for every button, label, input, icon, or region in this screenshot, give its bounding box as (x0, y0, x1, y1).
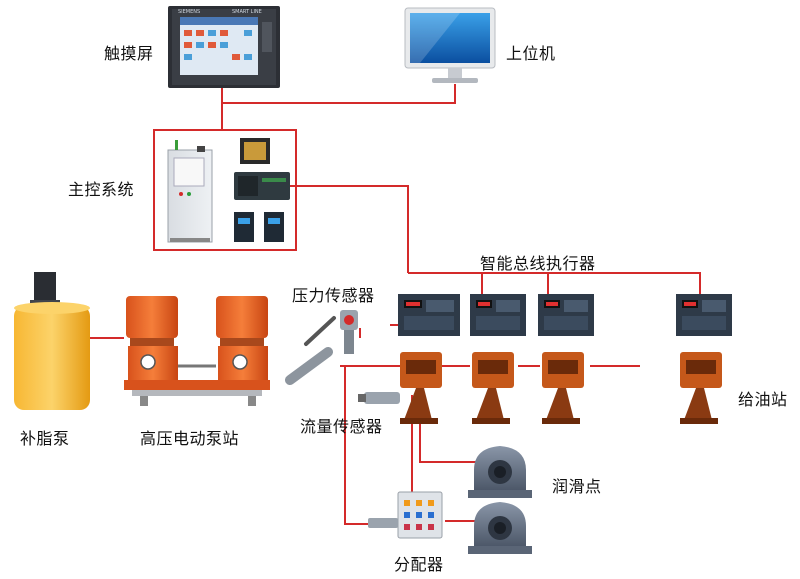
line-bus-main (408, 272, 701, 295)
flow-sensor-device (358, 392, 400, 404)
label-pressure-sensor: 压力传感器 (292, 286, 375, 305)
lubrication-point-bearings (468, 446, 532, 554)
label-hp-pump-station: 高压电动泵站 (140, 429, 240, 448)
hp-pump-station-device (124, 296, 270, 406)
label-flow-sensor: 流量传感器 (300, 417, 383, 436)
main-control-box (153, 129, 297, 251)
line-lube-1 (419, 395, 478, 463)
oil-feed-stations (400, 352, 722, 424)
label-main-control: 主控系统 (68, 180, 135, 199)
hmi-model-text: SMART LINE (232, 9, 262, 15)
feed-station-1 (400, 352, 442, 424)
label-grease-pump: 补脂泵 (20, 429, 70, 448)
actuator-unit-4 (676, 294, 732, 336)
bus-actuator-units (398, 294, 732, 336)
label-host-computer: 上位机 (506, 44, 556, 63)
label-lubrication-point: 润滑点 (552, 477, 602, 496)
grease-supply-pump-device (14, 272, 90, 410)
line-flow-branch (344, 366, 375, 525)
line-hmi-host (221, 84, 456, 104)
actuator-unit-2 (470, 294, 526, 336)
label-bus-actuator: 智能总线执行器 (480, 254, 596, 273)
actuator-unit-3 (538, 294, 594, 336)
bearing-1 (468, 446, 532, 498)
touchscreen-device (168, 6, 280, 88)
bearing-2 (468, 502, 532, 554)
feed-station-2 (472, 352, 514, 424)
distributor-device (368, 491, 443, 539)
pressure-sensor-device (285, 310, 358, 385)
host-computer-monitor (404, 7, 496, 83)
label-touchscreen: 触摸屏 (104, 44, 154, 63)
line-control-bus (290, 185, 409, 273)
label-oil-station: 给油站 (738, 390, 788, 409)
actuator-unit-1 (398, 294, 460, 336)
hmi-brand-text: SIEMENS (178, 9, 201, 15)
feed-station-4 (680, 352, 722, 424)
label-distributor: 分配器 (394, 555, 444, 574)
feed-station-3 (542, 352, 584, 424)
